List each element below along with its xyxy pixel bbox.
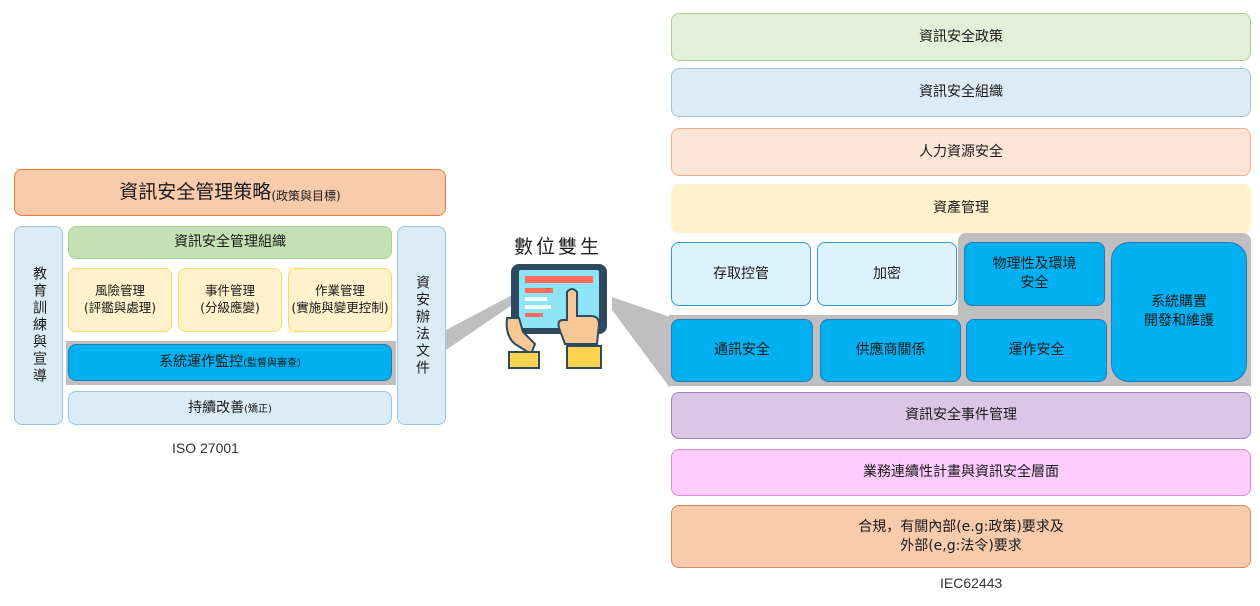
iec-compliance-label: 合規，有關內部(e.g:政策)要求及 外部(e,g:法令)要求	[858, 518, 1064, 554]
iec-bcp-label: 業務連續性計畫與資訊安全層面	[863, 464, 1059, 481]
iso-event-box: 事件管理 (分級應變)	[178, 268, 282, 332]
iso-caption: ISO 27001	[172, 440, 239, 456]
iso-monitor-box: 系統運作監控 (監督與審查)	[68, 344, 392, 381]
iso-org-label: 資訊安全管理組織	[174, 234, 286, 251]
right-connector	[612, 297, 670, 388]
iec-bcp-box: 業務連續性計畫與資訊安全層面	[671, 449, 1251, 496]
iec-access-box: 存取控管	[671, 242, 811, 306]
iec-comm-label: 通訊安全	[714, 342, 770, 359]
iec-asset-box: 資產管理	[671, 184, 1251, 233]
iso-risk-label: 風險管理 (評鑑與處理)	[83, 283, 157, 315]
iso-org-box: 資訊安全管理組織	[68, 226, 392, 259]
iec-asset-label: 資產管理	[933, 200, 989, 217]
iec-hr-box: 人力資源安全	[671, 128, 1251, 176]
iec-ops-box: 運作安全	[966, 319, 1107, 382]
iec-caption: IEC62443	[940, 575, 1003, 591]
left-connector	[446, 295, 512, 350]
iso-education-box: 教育訓練與宣導	[14, 226, 63, 425]
iec-crypto-label: 加密	[873, 265, 901, 282]
iso-improve-main: 持續改善	[188, 399, 245, 416]
iso-operation-box: 作業管理 (實施與變更控制)	[288, 268, 392, 332]
iec-org-box: 資訊安全組織	[671, 68, 1251, 117]
iec-comm-box: 通訊安全	[671, 319, 813, 382]
iso-improve-box: 持續改善 (矯正)	[68, 391, 392, 425]
iec-supplier-label: 供應商關係	[855, 342, 926, 359]
iso-monitor-main: 系統運作監控	[159, 354, 244, 371]
iso-strategy-box: 資訊安全管理策略 (政策與目標)	[14, 169, 446, 216]
iec-dev-label: 系統購置 開發和維護	[1144, 294, 1214, 329]
iec-dev-box: 系統購置 開發和維護	[1111, 242, 1247, 382]
digital-twin-title: 數位雙生	[514, 237, 603, 258]
tablet-touch-icon	[505, 264, 607, 369]
iec-crypto-box: 加密	[817, 242, 957, 306]
iec-policy-box: 資訊安全政策	[671, 13, 1251, 61]
iec-org-label: 資訊安全組織	[919, 84, 1003, 101]
iso-strategy-main: 資訊安全管理策略	[119, 180, 272, 203]
iec-supplier-box: 供應商關係	[820, 319, 961, 382]
iso-education-label: 教育訓練與宣導	[30, 266, 47, 385]
iec-physical-box: 物理性及環境 安全	[964, 242, 1105, 306]
iso-improve-sub: (矯正)	[244, 403, 272, 415]
iso-strategy-sub: (政策與目標)	[271, 189, 341, 204]
iso-documents-box: 資安辦法文件	[397, 226, 446, 425]
iso-operation-label: 作業管理 (實施與變更控制)	[291, 283, 389, 315]
iec-incident-label: 資訊安全事件管理	[905, 407, 1017, 424]
iec-incident-box: 資訊安全事件管理	[671, 392, 1251, 439]
iso-documents-label: 資安辦法文件	[413, 274, 430, 377]
iec-ops-label: 運作安全	[1008, 342, 1065, 359]
iso-monitor-sub: (監督與審查)	[243, 358, 301, 370]
iec-physical-label: 物理性及環境 安全	[992, 256, 1077, 291]
iec-policy-label: 資訊安全政策	[919, 28, 1003, 45]
iec-hr-label: 人力資源安全	[919, 143, 1003, 160]
iec-compliance-box: 合規，有關內部(e.g:政策)要求及 外部(e,g:法令)要求	[671, 505, 1251, 568]
iso-event-label: 事件管理 (分級應變)	[200, 283, 260, 315]
iec-access-label: 存取控管	[713, 265, 769, 282]
iso-risk-box: 風險管理 (評鑑與處理)	[68, 268, 172, 332]
